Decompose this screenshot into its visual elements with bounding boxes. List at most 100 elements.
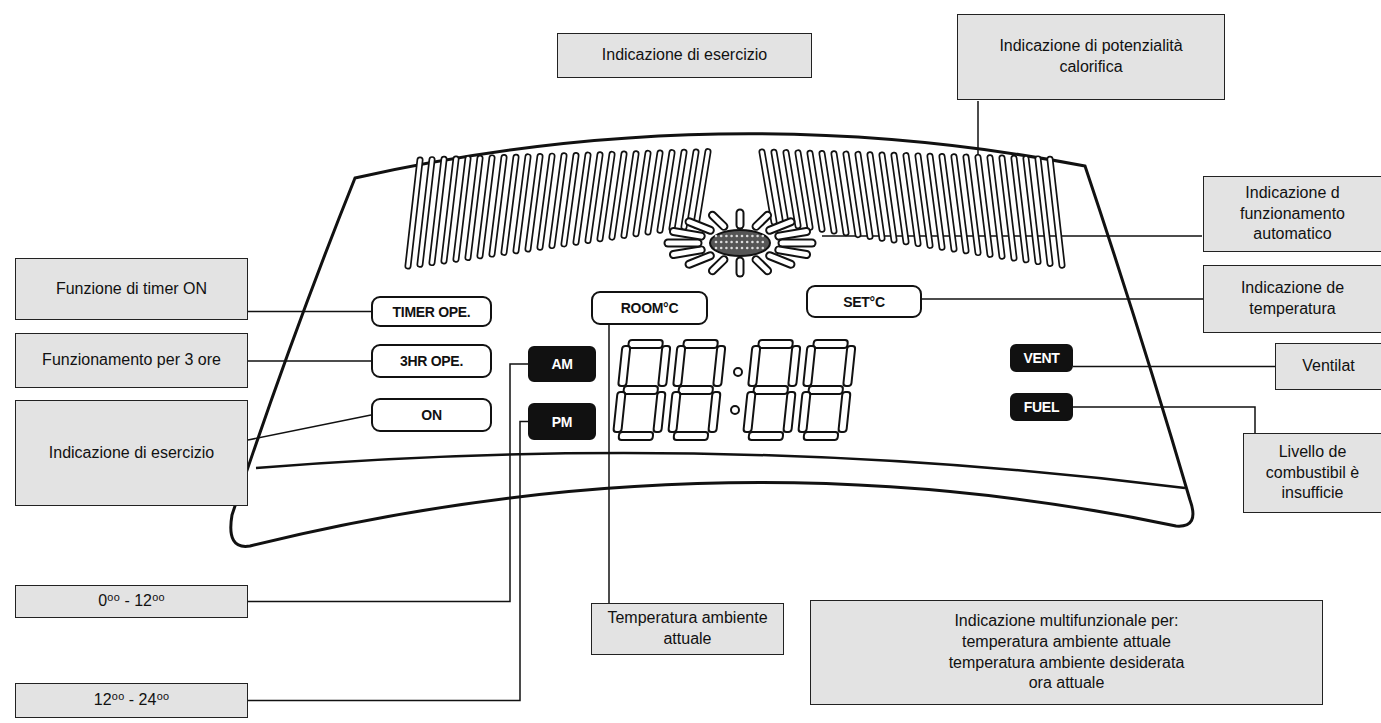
node-text: SET°C (843, 294, 884, 310)
flame-dot (736, 235, 739, 238)
flame-ray (779, 232, 807, 237)
segment (618, 432, 653, 440)
segment (813, 340, 848, 348)
flame-dot (756, 247, 759, 250)
node-text: Ventilat (1302, 356, 1354, 377)
fin-stroke (930, 156, 942, 247)
flame-ray (689, 222, 710, 230)
callout-box: Indicazione d funzionamento automatico (1203, 176, 1381, 252)
flame-ray (689, 256, 710, 264)
flame-dot (762, 247, 765, 250)
leader-line (1073, 407, 1255, 433)
flame-ray (770, 256, 791, 264)
fin-stroke (1026, 159, 1038, 262)
node-text: Indicazione multifunzionale per: (954, 611, 1178, 632)
segment (788, 346, 800, 386)
flame-ray (756, 215, 767, 226)
leader-line (922, 298, 1203, 300)
fin-stroke (966, 157, 978, 253)
segment (673, 346, 685, 386)
segment (798, 392, 810, 432)
flame-ray (779, 250, 807, 255)
display-label: ROOM°C (591, 291, 708, 325)
leader-line (248, 311, 371, 313)
node-text: FUEL (1024, 399, 1059, 415)
fin-stroke (1050, 159, 1062, 265)
node-text: Indicazione di esercizio (602, 45, 767, 66)
segment (748, 346, 760, 386)
fin-stroke (990, 158, 1002, 257)
segment (758, 340, 793, 348)
node-text: VENT (1023, 350, 1059, 366)
heat-fins (408, 152, 1062, 266)
segment (653, 392, 665, 432)
fin-stroke (954, 157, 966, 251)
fin-stroke (1014, 158, 1026, 259)
flame-dot (762, 235, 765, 238)
leader-line (608, 325, 610, 603)
callout-box: Ventilat (1275, 343, 1381, 390)
fin-stroke (1038, 159, 1050, 264)
flame-dot (751, 235, 754, 238)
flame-dot (756, 235, 759, 238)
flame-ray (736, 213, 745, 225)
display-label: ON (371, 398, 492, 432)
seven-segment-digits (612, 340, 856, 440)
fin-stroke (1050, 159, 1062, 265)
fin-stroke (954, 157, 966, 251)
callout-box: 12⁰⁰ - 24⁰⁰ (15, 683, 248, 718)
segment (803, 432, 838, 440)
callout-box: Funzione di timer ON (15, 258, 248, 320)
callout-box: Funzionamento per 3 ore (15, 333, 248, 388)
display-badge: VENT (1010, 344, 1073, 372)
segment (618, 346, 630, 386)
flame-dot (736, 247, 739, 250)
display-badge: FUEL (1010, 393, 1073, 421)
node-text: ROOM°C (621, 300, 678, 316)
flame-ray (673, 232, 701, 237)
digit (742, 340, 801, 440)
segment (708, 392, 720, 432)
flame-dot (715, 235, 718, 238)
digit (667, 340, 726, 440)
fin-stroke (942, 157, 954, 250)
node-text: Indicazione di potenzialità calorifica (966, 36, 1216, 78)
fin-stroke (696, 152, 708, 226)
fin-stroke (1002, 158, 1014, 258)
segment (683, 340, 718, 348)
leader-line (248, 360, 371, 362)
flame-dot (746, 241, 749, 244)
flame-dot (751, 241, 754, 244)
callout-box: Temperatura ambiente attuale (591, 603, 784, 655)
flame-core (710, 230, 770, 256)
node-text: Funzione di timer ON (56, 279, 207, 300)
callout-box: Indicazione di esercizio (15, 400, 248, 506)
colon-dot (734, 368, 742, 376)
flame-ray (756, 260, 767, 271)
flame-ray (782, 241, 812, 246)
flame-ray (770, 256, 791, 264)
flame-dot (730, 247, 733, 250)
segment (678, 386, 713, 394)
display-label: 3HR OPE. (371, 344, 492, 378)
flame-ray (673, 250, 701, 255)
display-badge: AM (528, 346, 596, 382)
flame-ray (712, 215, 723, 226)
segment (803, 346, 815, 386)
flame-dot (746, 235, 749, 238)
callout-box: Indicazione multifunzionale per:temperat… (810, 600, 1323, 705)
leader-line (248, 415, 371, 440)
node-text: Temperatura ambiente attuale (600, 608, 775, 650)
segment (658, 346, 670, 386)
flame-dot (715, 247, 718, 250)
flame-ray (782, 239, 812, 248)
flame-ray (689, 222, 710, 230)
segment (843, 346, 855, 386)
flame-dot (751, 247, 754, 250)
flame-ray (756, 260, 767, 271)
fin-stroke (696, 152, 708, 226)
fin-stroke (990, 158, 1002, 257)
segment (628, 340, 663, 348)
display-badge: PM (528, 403, 596, 440)
segment (623, 386, 658, 394)
